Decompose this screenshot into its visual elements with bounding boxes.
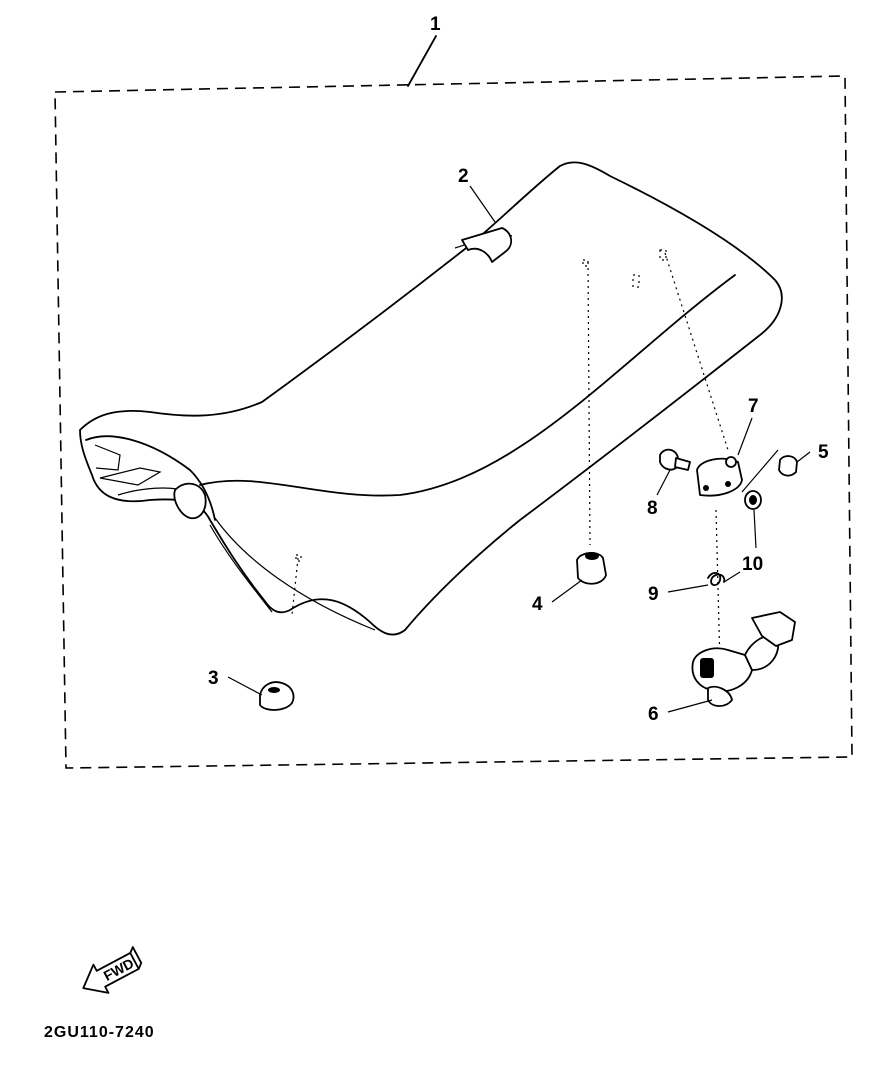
nut-10 — [744, 490, 762, 510]
leader-2 — [469, 185, 496, 223]
leader-9 — [667, 584, 709, 593]
leader-4 — [551, 579, 583, 603]
seat-body — [79, 161, 783, 636]
callout-10: 10 — [742, 554, 763, 575]
bracket-7 — [696, 456, 743, 497]
leader-7 — [737, 417, 753, 456]
align-line-6 — [715, 509, 721, 666]
assembly-boundary — [54, 75, 853, 769]
lock-lever-6 — [691, 611, 796, 707]
align-line-7 — [664, 252, 729, 451]
callout-9: 9 — [648, 584, 659, 605]
align-line-4 — [587, 261, 591, 546]
damper-3 — [259, 681, 295, 711]
callout-7: 7 — [748, 396, 759, 417]
callout-1: 1 — [430, 14, 441, 35]
callout-3: 3 — [208, 668, 219, 689]
callout-6: 6 — [648, 704, 659, 725]
leader-5 — [796, 451, 811, 463]
callout-8: 8 — [647, 498, 658, 519]
leader-1 — [407, 35, 437, 87]
leader-8 — [656, 469, 671, 496]
leader-10 — [753, 509, 757, 549]
callout-2: 2 — [458, 166, 469, 187]
spring-9 — [707, 571, 741, 586]
drawing-code: 2GU110-7240 — [44, 1024, 155, 1041]
damper-4 — [576, 552, 607, 585]
nut-5 — [778, 455, 798, 477]
leader-6 — [667, 699, 713, 713]
leader-3 — [227, 676, 263, 696]
fwd-arrow: FWD — [82, 946, 143, 994]
callout-4: 4 — [532, 594, 543, 615]
bolt-8 — [659, 448, 691, 471]
callout-5: 5 — [818, 442, 829, 463]
